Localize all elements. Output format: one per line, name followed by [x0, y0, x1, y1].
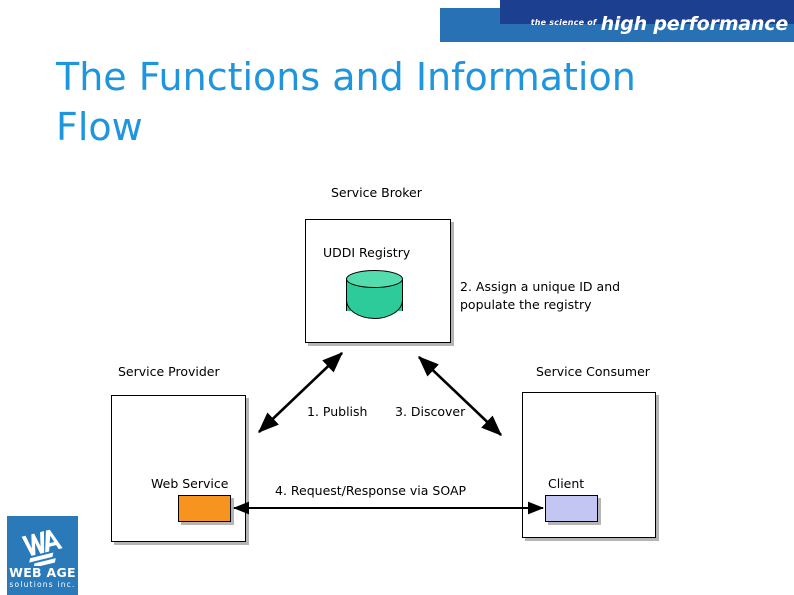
service-consumer-label: Service Consumer	[536, 364, 650, 379]
page-title: The Functions and Information Flow	[56, 55, 636, 149]
publish-arrow	[258, 352, 343, 433]
uddi-registry-box	[305, 219, 451, 343]
uddi-registry-label: UDDI Registry	[323, 245, 411, 260]
step-2-label: 2. Assign a unique ID and populate the r…	[460, 279, 621, 312]
client-label: Client	[548, 476, 585, 491]
service-provider-label: Service Provider	[118, 364, 220, 379]
banner-tagline-big: high performance	[600, 13, 789, 35]
banner-dark-block	[500, 0, 794, 24]
web-age-solutions-logo: WEB AGE solutions inc.	[7, 516, 78, 595]
cylinder-bottom	[346, 300, 403, 319]
logo-line-1: WEB AGE	[9, 565, 76, 580]
database-cylinder-icon	[346, 270, 403, 320]
step-3-label: 3. Discover	[395, 404, 466, 419]
wa-monogram-icon	[21, 529, 63, 566]
step-4-label: 4. Request/Response via SOAP	[275, 483, 467, 498]
web-service-shape	[178, 495, 231, 522]
web-service-label: Web Service	[151, 476, 229, 491]
client-shape	[545, 495, 598, 522]
banner-tagline-small: the science of	[530, 18, 597, 27]
step-1-label: 1. Publish	[307, 404, 368, 419]
logo-line-2: solutions inc.	[9, 580, 76, 589]
cylinder-top	[346, 270, 403, 288]
banner-tagline: the science of high performance	[500, 10, 794, 38]
discover-arrow	[418, 356, 502, 436]
service-broker-label: Service Broker	[331, 185, 422, 200]
